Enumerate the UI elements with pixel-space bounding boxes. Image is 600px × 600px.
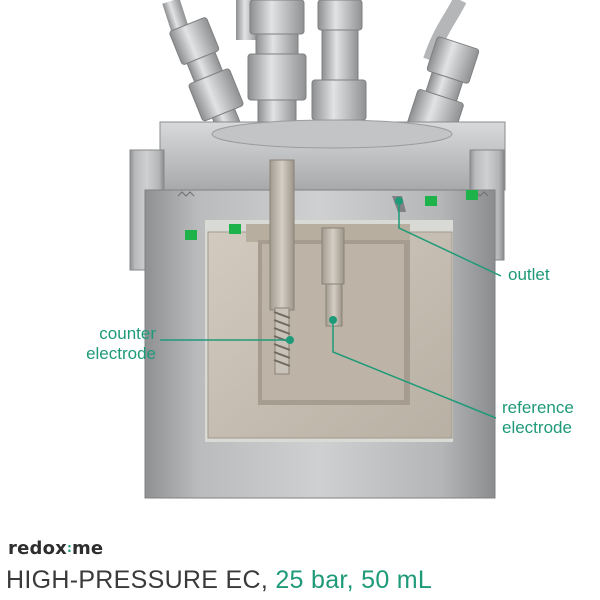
counter-electrode-label-line2: electrode	[86, 344, 156, 363]
callout-lines	[160, 201, 502, 419]
counter-electrode-rod	[269, 159, 295, 375]
counter-electrode-label-line1: counter	[99, 324, 156, 343]
reference-electrode-label-line2: electrode	[502, 418, 572, 437]
reference-electrode-rod	[321, 227, 345, 327]
reference-electrode-label-line1: reference	[502, 398, 574, 417]
product-caption: HIGH-PRESSURE EC, 25 bar, 50 mL	[6, 566, 432, 595]
brand-logo: redox:me	[8, 538, 103, 559]
counter-electrode-label: counter electrode	[40, 324, 156, 364]
brand-separator-dot: :	[66, 541, 72, 555]
reference-electrode-label: reference electrode	[502, 398, 600, 438]
caption-main: HIGH-PRESSURE EC,	[6, 566, 269, 594]
seal-rings	[185, 190, 478, 240]
cell-lid	[129, 119, 506, 271]
caption-specs: 25 bar, 50 mL	[275, 566, 433, 594]
callout-dots	[286, 197, 403, 344]
outlet-label: outlet	[508, 265, 550, 284]
brand-name-part2: me	[71, 538, 104, 559]
brand-name-part1: redox	[8, 538, 67, 559]
